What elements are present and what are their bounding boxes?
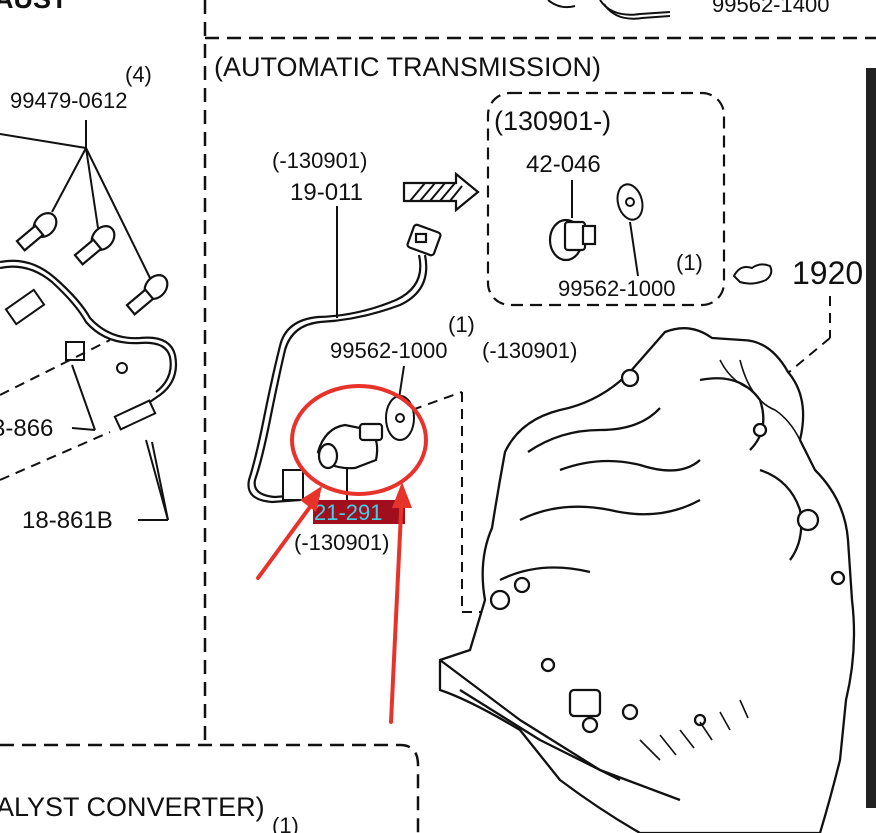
red-arrowhead-right <box>392 482 412 508</box>
washer-range-label: (-130901) <box>482 338 577 363</box>
ref-1920-clip-icon <box>732 263 773 285</box>
part-866-label: 3-866 <box>0 415 53 442</box>
transmission-detail-lines <box>639 359 801 761</box>
washer-part-label: 99562-1000 <box>330 338 447 363</box>
red-arrowhead-left <box>300 486 322 512</box>
transmission-case <box>438 327 856 833</box>
red-circle-highlight <box>290 384 428 496</box>
left-dashed-leaders <box>0 339 111 481</box>
part-866-leader <box>71 427 96 431</box>
harness-clip <box>282 469 304 501</box>
inset-bolt <box>548 218 597 262</box>
left-leader-lines <box>0 120 151 279</box>
harness-connector <box>406 223 442 257</box>
part-99479-label: 99479-0612 <box>10 88 127 113</box>
inset-washer-leader <box>629 221 639 277</box>
left-o2-sensor-wire <box>0 259 178 411</box>
catalyst-qty-label: (1) <box>272 813 299 833</box>
switch-part-label: 21-291 <box>314 500 383 525</box>
pressure-switch <box>316 422 384 470</box>
inset-washer-qty-label: (1) <box>676 250 703 275</box>
inset-range-label: (130901-) <box>494 106 611 136</box>
top-left-header: AUST <box>0 0 68 14</box>
qty-4-label: (4) <box>125 62 152 87</box>
catalyst-heading: ALYST CONVERTER) <box>0 792 265 822</box>
inset-washer <box>616 183 644 221</box>
arrow-icon <box>402 171 480 213</box>
transmission-ref-label: 1920 <box>792 255 863 291</box>
switch-range-label: (-130901) <box>294 530 389 555</box>
ref-leader <box>781 296 831 379</box>
red-arrow-left <box>256 494 320 580</box>
inset-box <box>486 91 726 307</box>
red-arrow-right <box>389 490 404 724</box>
highlight-box <box>313 500 405 524</box>
inset-washer-part-label: 99562-1000 <box>558 276 675 301</box>
left-bolts <box>15 212 169 316</box>
automatic-transmission-heading: (AUTOMATIC TRANSMISSION) <box>214 52 601 82</box>
top-right-hose <box>547 0 671 20</box>
part-861b-leader <box>138 439 169 521</box>
left-sensor-bodies <box>4 288 157 431</box>
part-866-leader-diag <box>71 364 96 431</box>
part-861b-label: 18-861B <box>22 507 113 534</box>
harness-wire <box>247 254 428 504</box>
top-right-part-label: 99562-1400 <box>712 0 829 17</box>
right-edge-strip <box>866 68 876 808</box>
sensor-part-label: 19-011 <box>290 179 363 206</box>
switch-washer <box>385 395 415 441</box>
sensor-range-label: (-130901) <box>272 148 367 173</box>
washer-qty-label: (1) <box>448 312 475 337</box>
red-annotations <box>256 384 428 724</box>
inset-bolt-part-label: 42-046 <box>526 151 601 178</box>
